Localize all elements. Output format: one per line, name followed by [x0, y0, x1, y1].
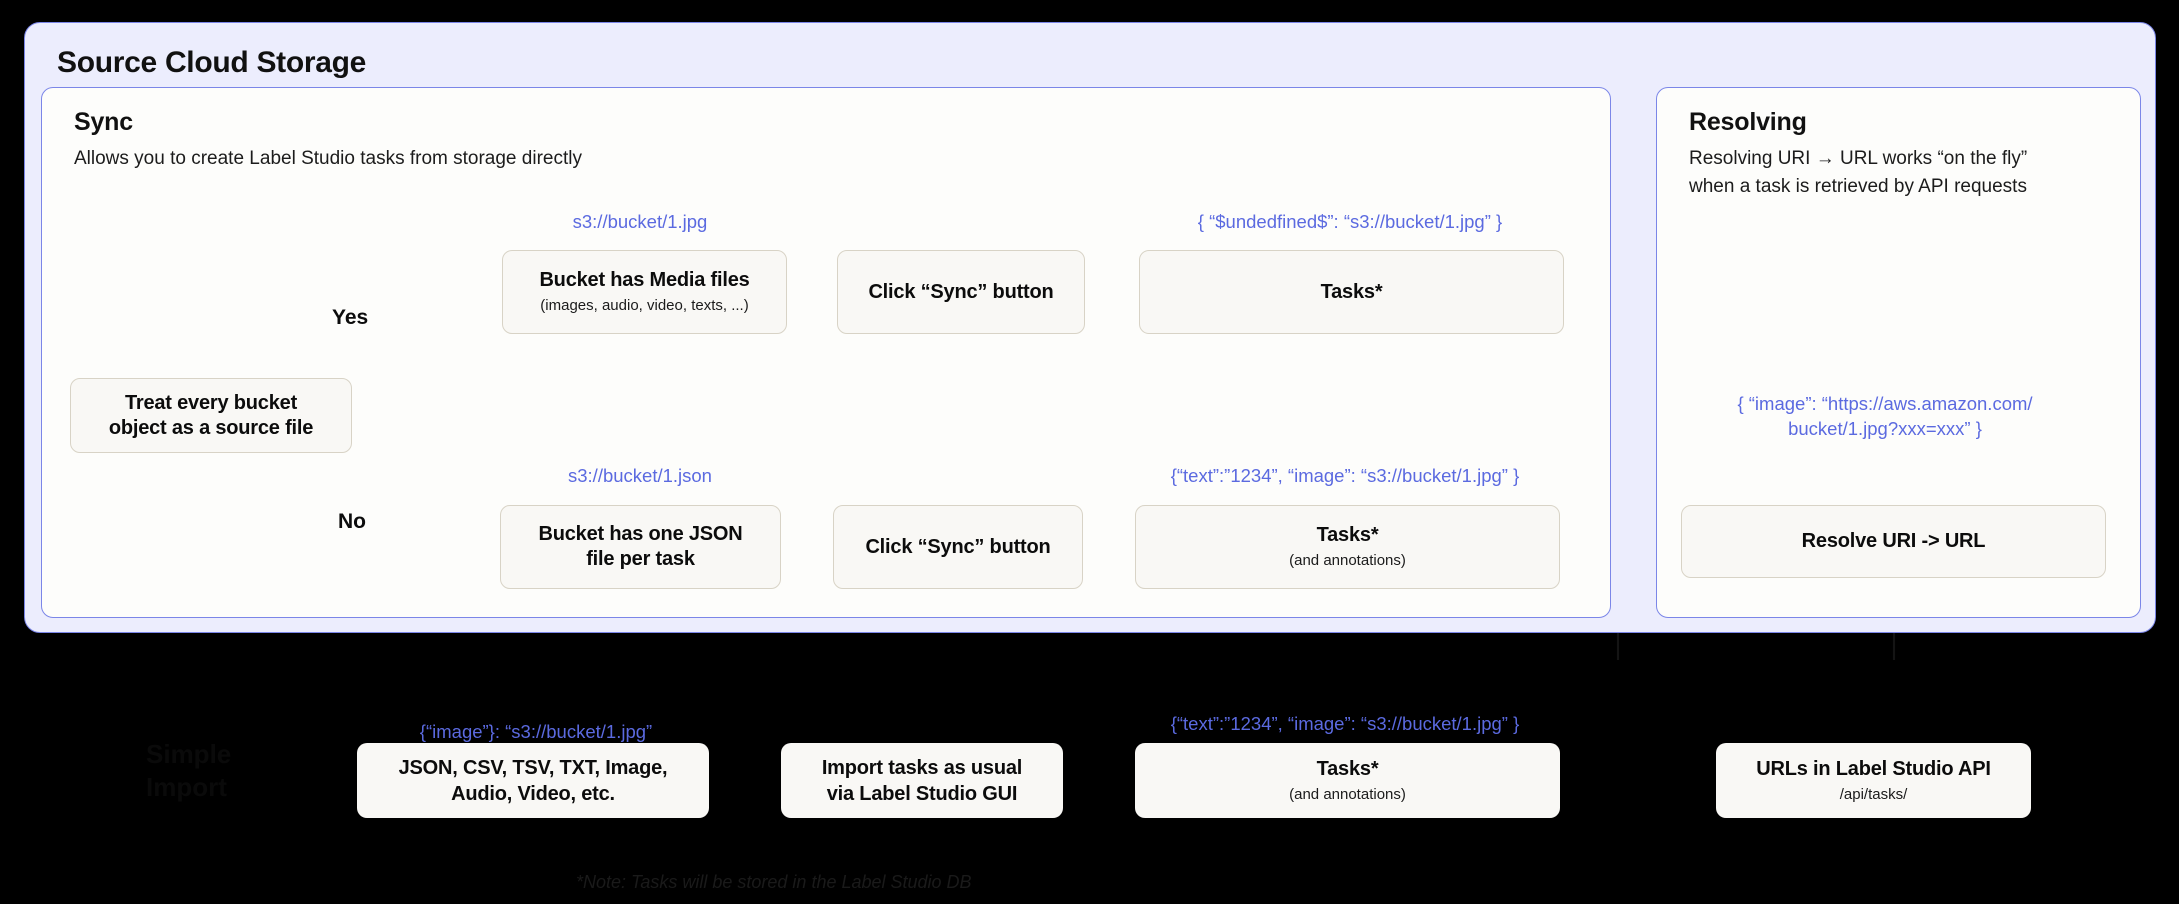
node-title: Resolve URI -> URL — [1801, 530, 1986, 552]
node-tasks-media: Tasks* — [1139, 250, 1564, 334]
node-title: Click “Sync” button — [865, 535, 1051, 558]
node-subtitle: (images, audio, video, texts, ...) — [540, 297, 749, 315]
footnote-note: *Note: Tasks will be stored in the Label… — [576, 872, 972, 892]
node-tasks-and-annotations-bottom: Tasks* (and annotations) — [1135, 743, 1560, 818]
node-title: Import tasks as usual via Label Studio G… — [821, 756, 1023, 805]
node-urls-in-label-studio-api: URLs in Label Studio API /api/tasks/ — [1716, 743, 2031, 818]
node-subtitle: (and annotations) — [1289, 786, 1406, 804]
node-tasks-and-annotations-sync: Tasks* (and annotations) — [1135, 505, 1560, 589]
node-treat-every-bucket-object: Treat every bucket object as a source fi… — [70, 378, 352, 453]
resolving-panel-subtitle: Resolving URI → URL works “on the fly” w… — [1689, 148, 2028, 197]
node-file-formats: JSON, CSV, TSV, TXT, Image, Audio, Video… — [357, 743, 709, 818]
node-title: Bucket has one JSON file per task — [538, 523, 743, 570]
node-title: JSON, CSV, TSV, TXT, Image, Audio, Video… — [398, 756, 668, 805]
node-subtitle: /api/tasks/ — [1839, 786, 1908, 804]
page-title: Source Cloud Storage — [57, 46, 367, 79]
node-click-sync-button-media: Click “Sync” button — [837, 250, 1085, 334]
node-click-sync-button-json: Click “Sync” button — [833, 505, 1083, 589]
node-title: Tasks* — [1316, 524, 1379, 547]
sync-panel-subtitle: Allows you to create Label Studio tasks … — [74, 148, 582, 169]
node-title: Click “Sync” button — [868, 280, 1054, 303]
edge-label-yes: Yes — [332, 306, 369, 329]
node-title: Tasks* — [1320, 280, 1383, 303]
caption-s3-bucket-json: s3://bucket/1.json — [568, 465, 712, 486]
caption-bottom-image-s3: {“image”}: “s3://bucket/1.jpg” — [419, 721, 653, 742]
node-title: Tasks* — [1316, 758, 1379, 781]
caption-bottom-text-image: {“text”:”1234”, “image”: “s3://bucket/1.… — [1170, 713, 1520, 734]
node-import-tasks-via-gui: Import tasks as usual via Label Studio G… — [781, 743, 1063, 818]
node-resolve-uri-to-url: Resolve URI -> URL — [1681, 505, 2106, 578]
edge-label-no: No — [338, 510, 366, 533]
sync-panel-title: Sync — [74, 108, 133, 136]
caption-resolved-https-url: { “image”: “https://aws.amazon.com/ buck… — [1737, 393, 2033, 439]
node-bucket-has-media-files: Bucket has Media files (images, audio, v… — [502, 250, 787, 334]
caption-s3-bucket-jpg: s3://bucket/1.jpg — [572, 211, 708, 232]
resolving-panel-title: Resolving — [1689, 108, 1807, 136]
node-label: Treat every bucket object as a source fi… — [108, 391, 314, 439]
caption-undefined-task-json: { “$undedfined$”: “s3://bucket/1.jpg” } — [1197, 211, 1503, 232]
simple-import-section-label: Simple Import — [146, 739, 232, 802]
node-title: URLs in Label Studio API — [1756, 758, 1991, 781]
node-subtitle: (and annotations) — [1289, 552, 1406, 570]
node-bucket-has-one-json-file: Bucket has one JSON file per task — [500, 505, 781, 589]
caption-text-image-task-json: {“text”:”1234”, “image”: “s3://bucket/1.… — [1170, 465, 1520, 486]
node-title: Bucket has Media files — [539, 269, 750, 292]
